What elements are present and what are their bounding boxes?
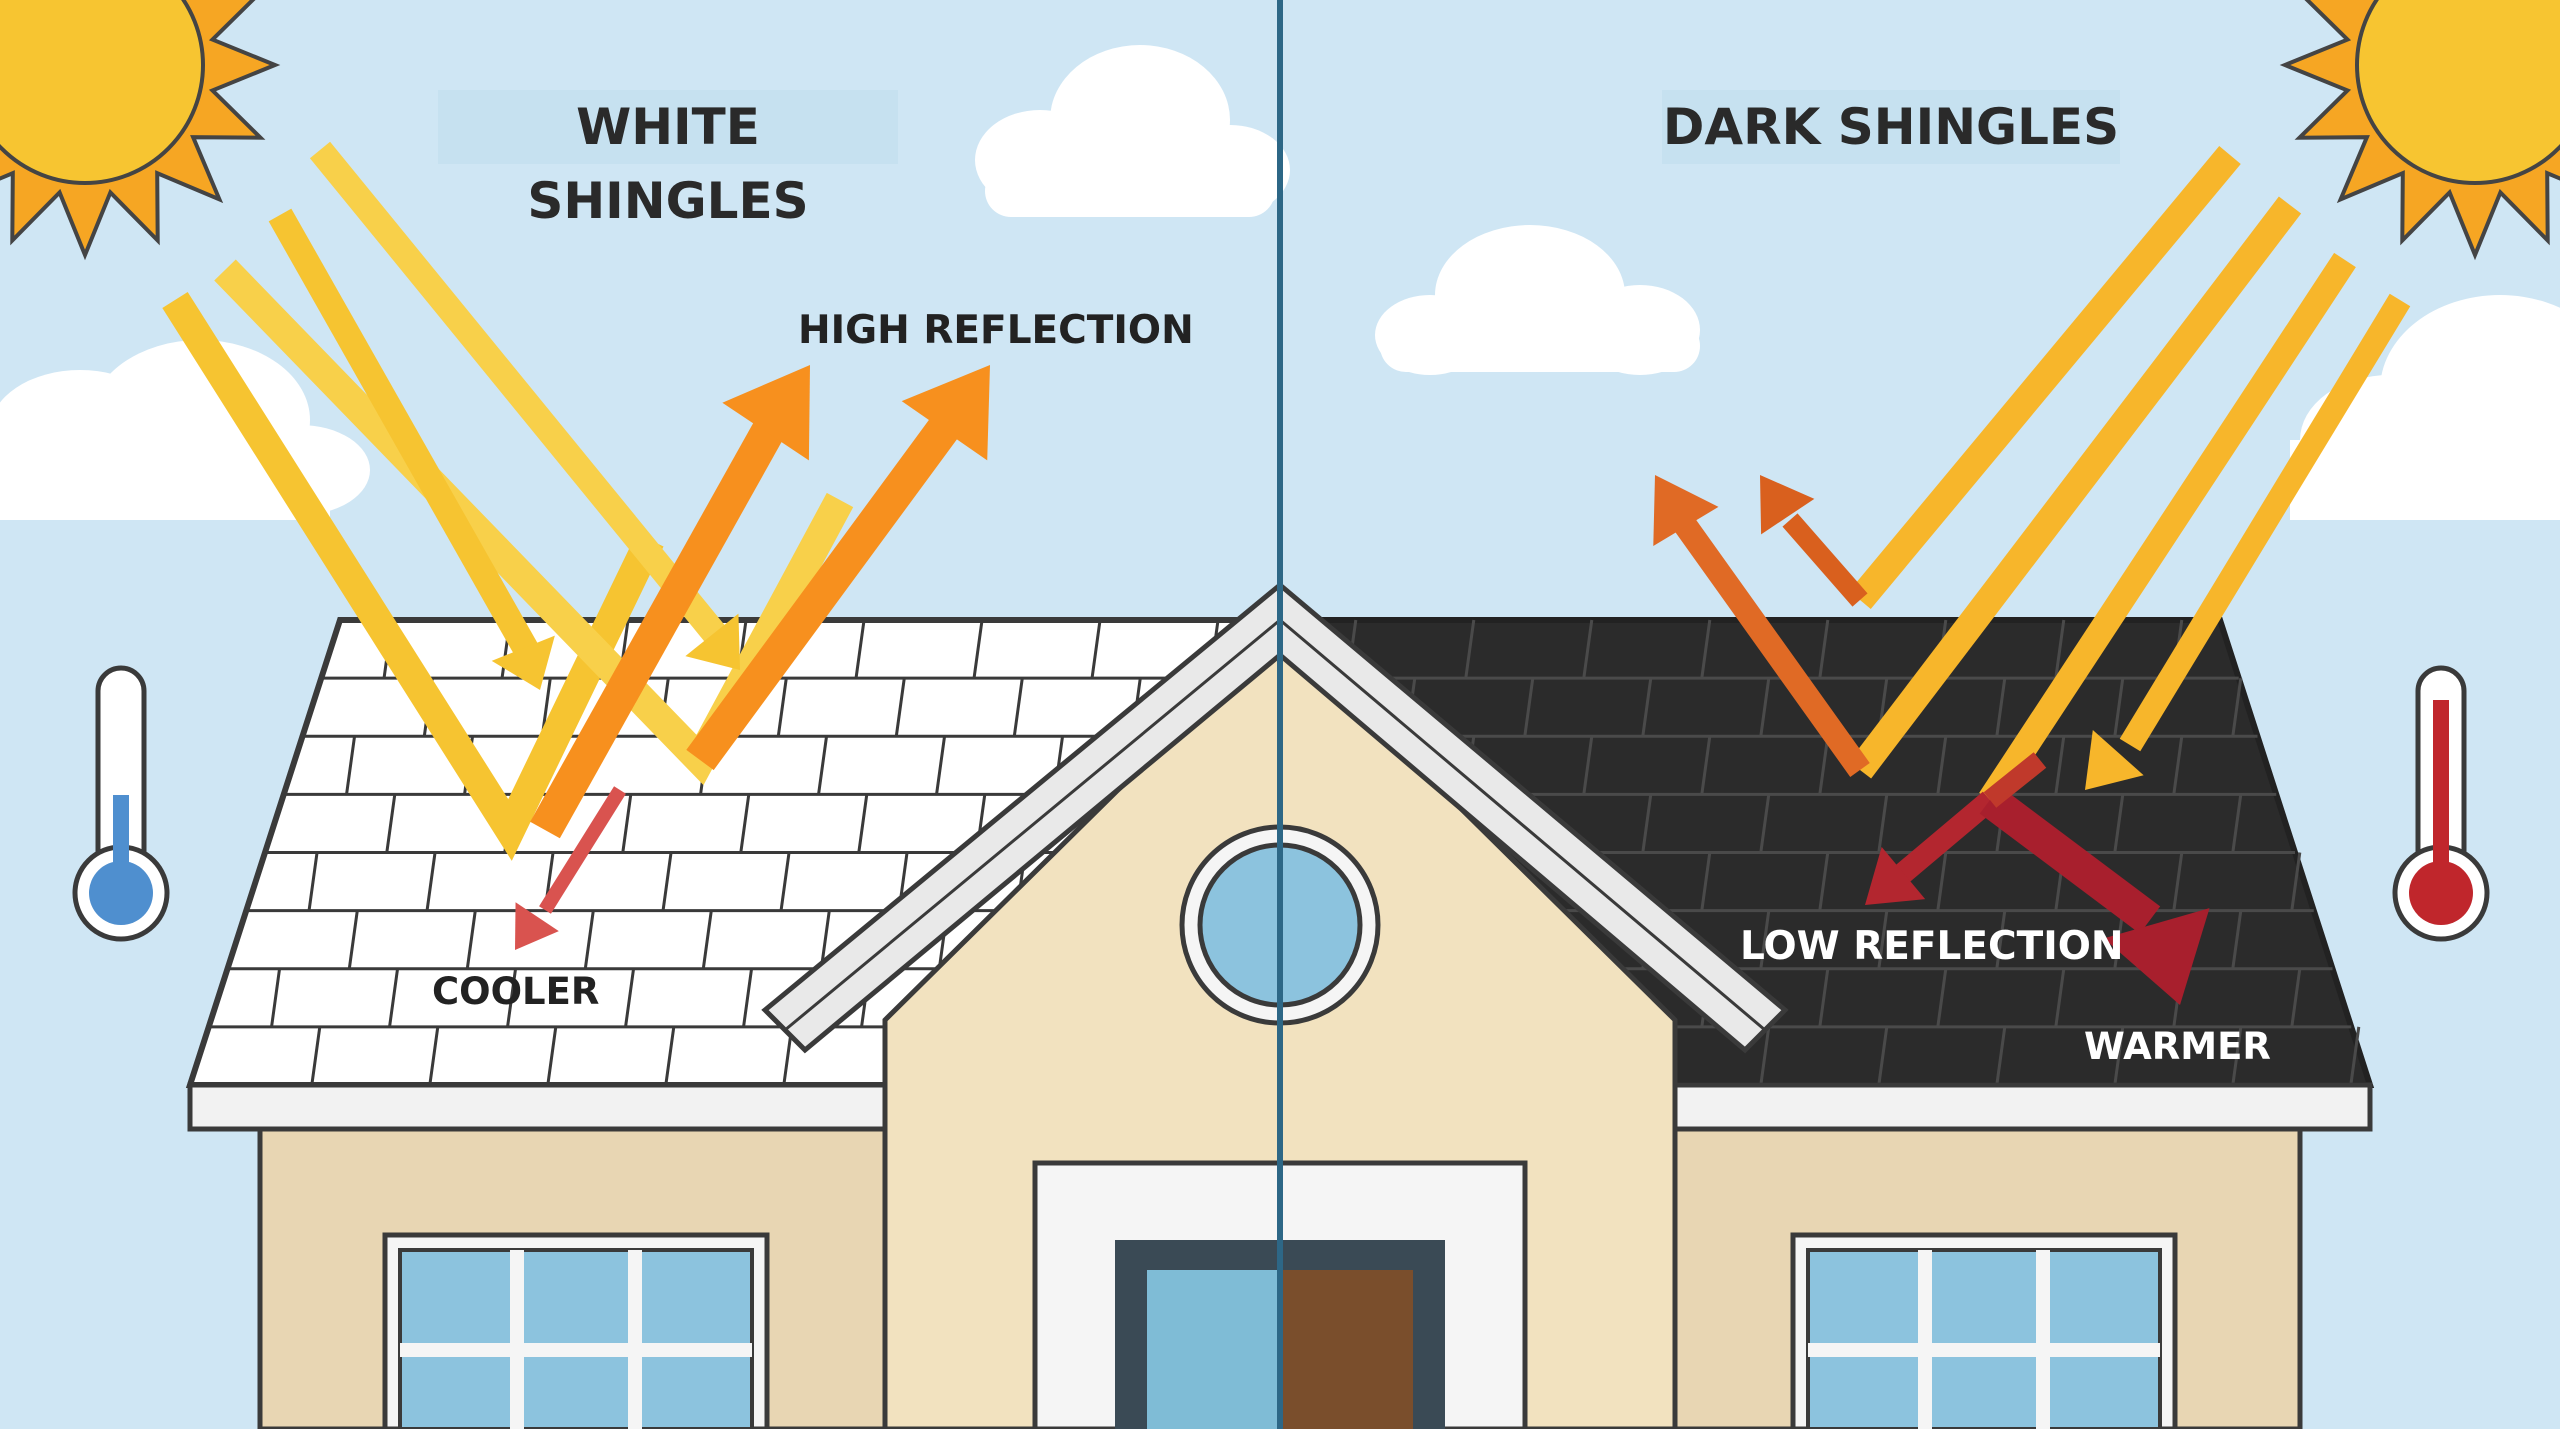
white-side-light-arrows <box>162 141 990 950</box>
dark-side-light-arrows <box>1653 146 2411 1005</box>
divider-line <box>1277 0 1283 1429</box>
warmer-label: WARMER <box>2084 1025 2271 1068</box>
door-glass <box>1147 1270 1280 1429</box>
white-shingles-heading: WHITE SHINGLES <box>438 90 898 230</box>
sun-icon <box>0 0 281 261</box>
high-reflection-label: HIGH REFLECTION <box>798 308 1194 353</box>
window-left <box>382 1232 770 1429</box>
cooler-label: COOLER <box>432 970 600 1013</box>
sun-icon <box>2279 0 2560 261</box>
low-reflection-label: LOW REFLECTION <box>1740 924 2124 969</box>
thermometer-high-icon <box>2392 665 2490 942</box>
clouds <box>0 45 2560 520</box>
window-right <box>1790 1232 2178 1429</box>
door <box>1280 1270 1413 1429</box>
dark-shingles-heading: DARK SHINGLES <box>1662 90 2120 164</box>
cloud-center-right <box>1375 225 1700 375</box>
thermometer-low-icon <box>72 665 170 942</box>
cloud-center-left <box>975 45 1290 217</box>
